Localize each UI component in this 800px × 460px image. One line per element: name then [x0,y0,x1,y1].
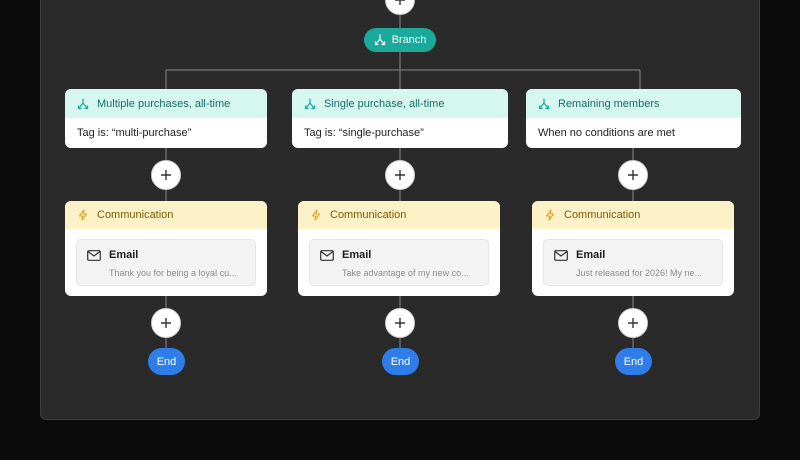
branch-node[interactable]: Branch [364,28,436,52]
plus-icon [161,170,171,180]
communication-header: Communication [65,201,267,229]
email-label: Email [342,249,372,261]
condition-rule: Tag is: “single-purchase” [304,127,424,139]
end-node[interactable]: End [615,348,652,375]
condition-header: Multiple purchases, all-time [65,89,267,118]
communication-header: Communication [532,201,734,229]
communication-header: Communication [298,201,500,229]
plus-icon [628,318,638,328]
email-step[interactable]: Email Just released for 2026! My ne... [543,239,723,286]
email-heading: Email [87,249,138,261]
plus-icon [395,0,405,5]
lightning-icon [78,209,88,221]
add-step-button[interactable] [151,160,181,190]
add-step-button[interactable] [385,308,415,338]
envelope-icon [320,249,334,261]
communication-title: Communication [564,209,641,221]
condition-title: Multiple purchases, all-time [97,97,231,110]
add-step-button[interactable] [151,308,181,338]
condition-rule: Tag is: “multi-purchase” [77,127,192,139]
email-heading: Email [554,249,605,261]
condition-card-single-purchase[interactable]: Single purchase, all-time Tag is: “singl… [292,89,508,148]
email-preview: Take advantage of my new co... [342,268,469,278]
add-step-button[interactable] [618,308,648,338]
condition-card-multi-purchase[interactable]: Multiple purchases, all-time Tag is: “mu… [65,89,267,148]
branch-label: Branch [391,34,427,46]
email-label: Email [109,249,139,261]
email-label: Email [576,249,606,261]
envelope-icon [554,249,568,261]
lightning-icon [311,209,321,221]
condition-header: Single purchase, all-time [292,89,508,118]
condition-header: Remaining members [526,89,741,118]
branch-icon [374,34,385,46]
plus-icon [395,170,405,180]
communication-title: Communication [330,209,407,221]
branch-icon [77,97,89,109]
end-node[interactable]: End [148,348,185,375]
envelope-icon [87,249,101,261]
condition-card-remaining-members[interactable]: Remaining members When no conditions are… [526,89,741,148]
plus-icon [161,318,171,328]
email-step[interactable]: Email Thank you for being a loyal cu... [76,239,256,286]
condition-title: Single purchase, all-time [324,97,445,110]
communication-title: Communication [97,209,174,221]
communication-card[interactable]: Communication Email Take advantage of my… [298,201,500,296]
email-step[interactable]: Email Take advantage of my new co... [309,239,489,286]
email-heading: Email [320,249,371,261]
plus-icon [628,170,638,180]
email-preview: Thank you for being a loyal cu... [109,268,237,278]
end-node[interactable]: End [382,348,419,375]
condition-rule: When no conditions are met [538,127,675,139]
communication-card[interactable]: Communication Email Just released for 20… [532,201,734,296]
lightning-icon [545,209,555,221]
plus-icon [395,318,405,328]
branch-icon [304,97,316,109]
branch-icon [538,97,550,109]
add-step-button[interactable] [618,160,648,190]
communication-card[interactable]: Communication Email Thank you for being … [65,201,267,296]
add-step-button[interactable] [385,160,415,190]
condition-title: Remaining members [558,97,660,110]
email-preview: Just released for 2026! My ne... [576,268,703,278]
